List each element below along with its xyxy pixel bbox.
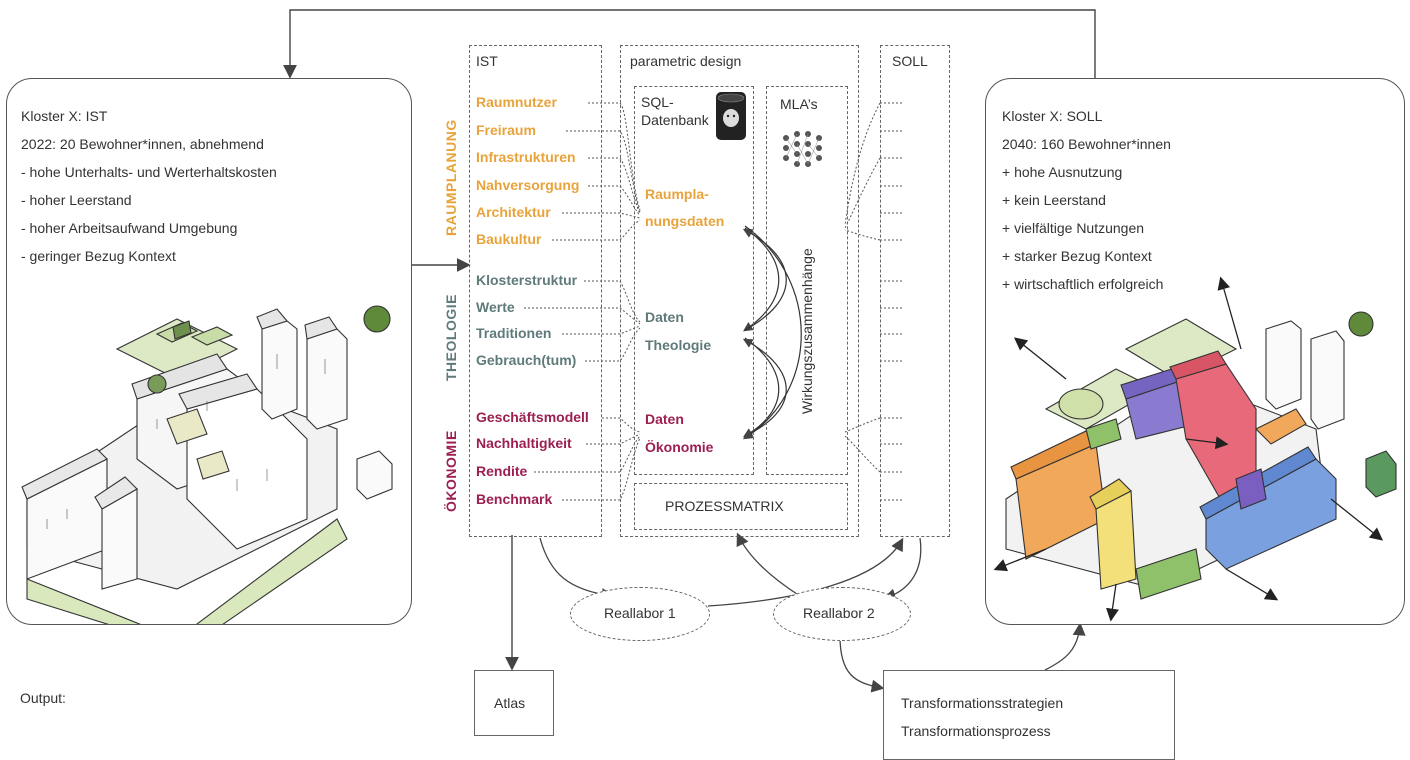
prozessmatrix-label: PROZESSMATRIX	[665, 498, 784, 514]
soll-panel-line: + vielfältige Nutzungen	[1002, 220, 1145, 236]
feedback-loop-arrow	[283, 9, 1096, 79]
ist-item-werte: Werte	[476, 299, 515, 315]
mla-box	[766, 86, 848, 475]
ist-item-architektur: Architektur	[476, 204, 551, 220]
reallabor1-to-soll-arrow	[707, 537, 904, 607]
prozessmatrix-box	[634, 483, 848, 530]
parametric-design-title: parametric design	[630, 53, 742, 69]
category-label-raumplanung: RAUMPLANUNG	[443, 119, 459, 236]
ist-panel-line: - hohe Unterhalts- und Werterhaltskosten	[21, 164, 277, 180]
transformation-to-soll-arrow	[1044, 622, 1086, 671]
ist-item-geschaeftsmodell: Geschäftsmodell	[476, 409, 589, 425]
soll-panel-line: + starker Bezug Kontext	[1002, 248, 1152, 264]
data-oekonomie-line2: Ökonomie	[645, 439, 714, 455]
ist-panel-line: - geringer Bezug Kontext	[21, 248, 176, 264]
reallabor-1	[570, 587, 710, 641]
ist-item-benchmark: Benchmark	[476, 491, 553, 507]
soll-to-reallabor2-arrow	[882, 537, 922, 602]
sql-label-line2: Datenbank	[641, 112, 709, 128]
ist-item-klosterstruktur: Klosterstruktur	[476, 272, 578, 288]
reallabor-1-label: Reallabor 1	[604, 605, 676, 621]
ist-panel-title: Kloster X: IST	[21, 108, 108, 124]
data-theologie-line2: Theologie	[645, 337, 712, 353]
monastery-ist-drawing	[21, 305, 393, 624]
ist-item-baukultur: Baukultur	[476, 231, 542, 247]
soll-panel-line: 2040: 160 Bewohner*innen	[1002, 136, 1171, 152]
category-label-theologie: THEOLOGIE	[443, 294, 459, 381]
ist-panel: Kloster X: IST 2022: 20 Bewohner*innen, …	[6, 78, 412, 625]
reallabor2-to-parametric-arrow	[736, 532, 801, 597]
ist-column	[469, 45, 602, 537]
soll-panel-line: + wirtschaftlich erfolgreich	[1002, 276, 1164, 292]
atlas-box	[474, 670, 554, 736]
ist-item-traditionen: Traditionen	[476, 325, 552, 341]
ist-item-infrastrukturen: Infrastrukturen	[476, 149, 576, 165]
data-oekonomie-line1: Daten	[645, 411, 684, 427]
ist-item-rendite: Rendite	[476, 463, 528, 479]
soll-panel-line: + kein Leerstand	[1002, 192, 1106, 208]
transformation-line2: Transformationsprozess	[901, 723, 1051, 739]
soll-column	[880, 45, 950, 537]
ist-panel-line: - hoher Leerstand	[21, 192, 132, 208]
ist-item-nachhaltigkeit: Nachhaltigkeit	[476, 435, 572, 451]
ist-panel-line: 2022: 20 Bewohner*innen, abnehmend	[21, 136, 264, 152]
soll-column-title: SOLL	[892, 53, 928, 69]
monastery-soll-drawing	[993, 276, 1397, 622]
mla-label: MLA’s	[780, 96, 818, 112]
ist-item-gebrauchtum: Gebrauch(tum)	[476, 352, 577, 368]
wirkungszusammenhaenge-label: Wirkungszusammenhänge	[799, 248, 815, 414]
parametric-design-column	[620, 45, 859, 537]
ist-item-nahversorgung: Nahversorgung	[476, 177, 580, 193]
atlas-label: Atlas	[494, 695, 526, 711]
ist-column-title: IST	[476, 53, 498, 69]
ist-panel-line: - hoher Arbeitsaufwand Umgebung	[21, 220, 238, 236]
soll-panel-title: Kloster X: SOLL	[1002, 108, 1103, 124]
output-label: Output:	[20, 690, 66, 706]
data-relation-arrows	[742, 225, 802, 440]
sql-database-box	[634, 86, 754, 475]
reallabor2-to-transformation-arrow	[839, 635, 885, 693]
ist-item-freiraum: Freiraum	[476, 122, 536, 138]
reallabor-2-label: Reallabor 2	[803, 605, 875, 621]
data-raumplanung-line2: nungsdaten	[645, 213, 725, 229]
reallabor-2	[773, 587, 911, 641]
data-theologie-line1: Daten	[645, 309, 684, 325]
category-label-oekonomie: ÖKONOMIE	[443, 430, 459, 512]
transformation-line1: Transformationsstrategien	[901, 695, 1064, 711]
sql-label-line1: SQL-	[641, 94, 674, 110]
ist-to-reallabor1-arrow	[539, 537, 615, 601]
ist-item-raumnutzer: Raumnutzer	[476, 94, 557, 110]
transformation-box	[883, 670, 1175, 760]
soll-panel-line: + hohe Ausnutzung	[1002, 164, 1123, 180]
data-raumplanung-line1: Raumpla-	[645, 186, 709, 202]
soll-panel: Kloster X: SOLL 2040: 160 Bewohner*innen…	[985, 78, 1405, 625]
